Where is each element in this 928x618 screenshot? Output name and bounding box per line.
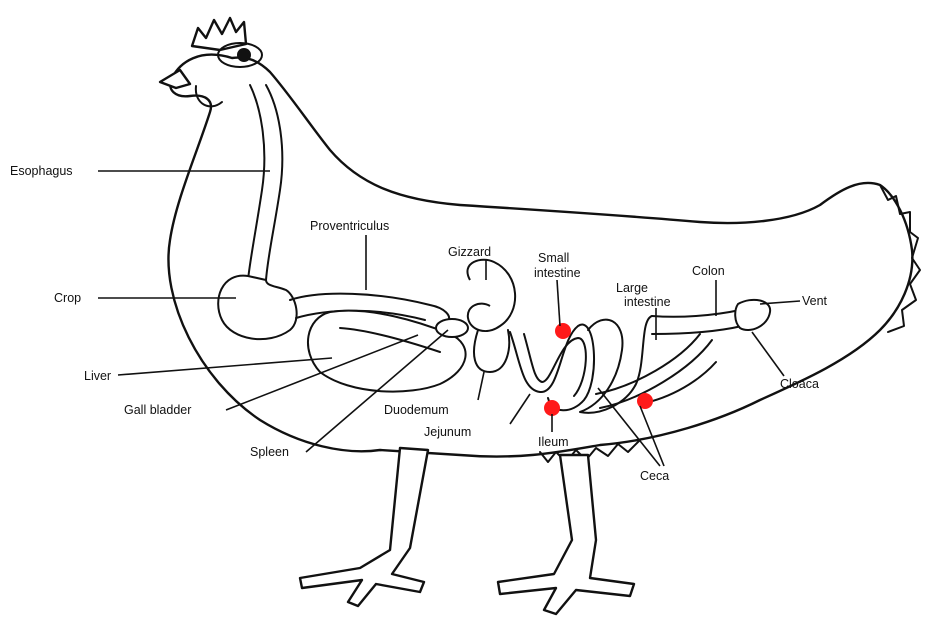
marker-small-intestine	[555, 323, 571, 339]
label-spleen: Spleen	[250, 445, 289, 459]
left-leg	[300, 448, 428, 606]
eye-pupil	[237, 48, 251, 62]
label-cloaca: Cloaca	[780, 377, 819, 391]
label-crop: Crop	[54, 291, 81, 305]
label-vent: Vent	[802, 294, 828, 308]
right-leg	[498, 455, 634, 614]
label-esophagus: Esophagus	[10, 164, 73, 178]
label-gizzard: Gizzard	[448, 245, 491, 259]
spleen-organ	[436, 319, 468, 337]
label-gall-bladder: Gall bladder	[124, 403, 191, 417]
label-colon: Colon	[692, 264, 725, 278]
label-large-intestine-2: intestine	[624, 295, 671, 309]
label-liver: Liver	[84, 369, 111, 383]
label-duodenum: Duodemum	[384, 403, 449, 417]
label-ileum: Ileum	[538, 435, 569, 449]
marker-ileum	[544, 400, 560, 416]
label-small-intestine-2: intestine	[534, 266, 581, 280]
label-large-intestine-1: Large	[616, 281, 648, 295]
comb	[192, 18, 246, 50]
label-jejunum: Jejunum	[424, 425, 471, 439]
label-proventriculus: Proventriculus	[310, 219, 389, 233]
label-ceca: Ceca	[640, 469, 669, 483]
label-small-intestine-1: Small	[538, 251, 569, 265]
